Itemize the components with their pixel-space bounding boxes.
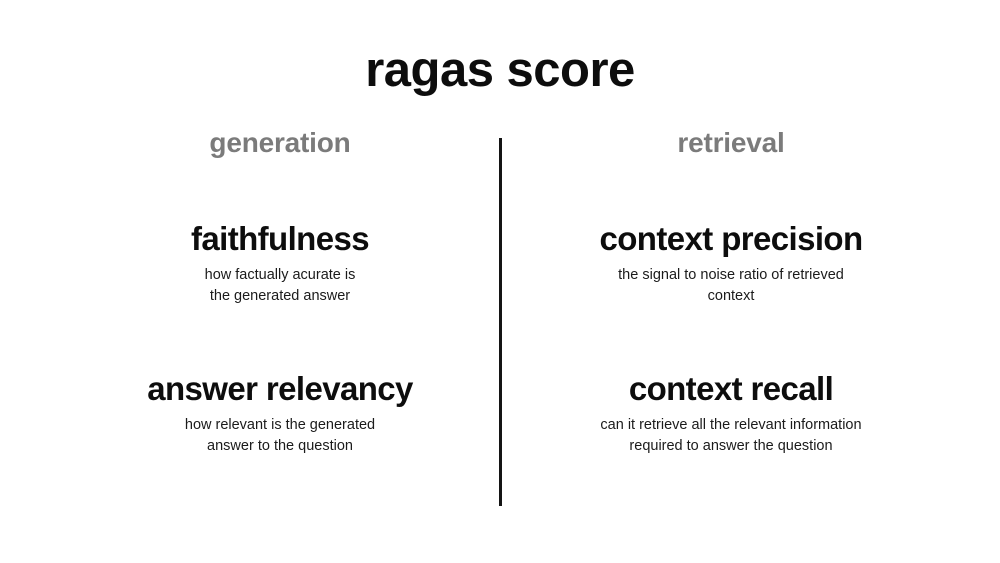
column-header-generation: generation (209, 127, 351, 158)
metric-description-line: the signal to noise ratio of retrieved (618, 266, 844, 283)
metric-description: how relevant is the generated answer to … (60, 415, 500, 458)
column-header-retrieval: retrieval (677, 127, 785, 158)
metric-name: context recall (628, 369, 834, 407)
column-retrieval: retrieval context precision the signal t… (511, 127, 951, 458)
column-generation: generation faithfulness how factually ac… (60, 127, 500, 458)
metric-description-line: can it retrieve all the relevant informa… (600, 416, 862, 433)
page-title: ragas score (365, 43, 635, 97)
metric-faithfulness: faithfulness how factually acurate is th… (60, 219, 500, 308)
metric-name: faithfulness (191, 219, 370, 257)
metric-description-line: the generated answer (209, 288, 351, 305)
metric-description: can it retrieve all the relevant informa… (511, 415, 951, 458)
metric-description-line: required to answer the question (629, 438, 833, 455)
metric-answer-relevancy: answer relevancy how relevant is the gen… (60, 369, 500, 458)
metric-name: context precision (599, 219, 863, 257)
metric-description: how factually acurate is the generated a… (60, 265, 500, 308)
metric-description-line: context (707, 288, 755, 305)
metric-name: answer relevancy (147, 369, 413, 407)
metric-description-line: how factually acurate is (204, 266, 356, 283)
metric-context-recall: context recall can it retrieve all the r… (511, 369, 951, 458)
metric-description-line: how relevant is the generated (184, 416, 376, 433)
metric-context-precision: context precision the signal to noise ra… (511, 219, 951, 308)
metric-description: the signal to noise ratio of retrieved c… (511, 265, 951, 308)
column-divider (499, 138, 502, 506)
metric-description-line: answer to the question (207, 438, 353, 455)
